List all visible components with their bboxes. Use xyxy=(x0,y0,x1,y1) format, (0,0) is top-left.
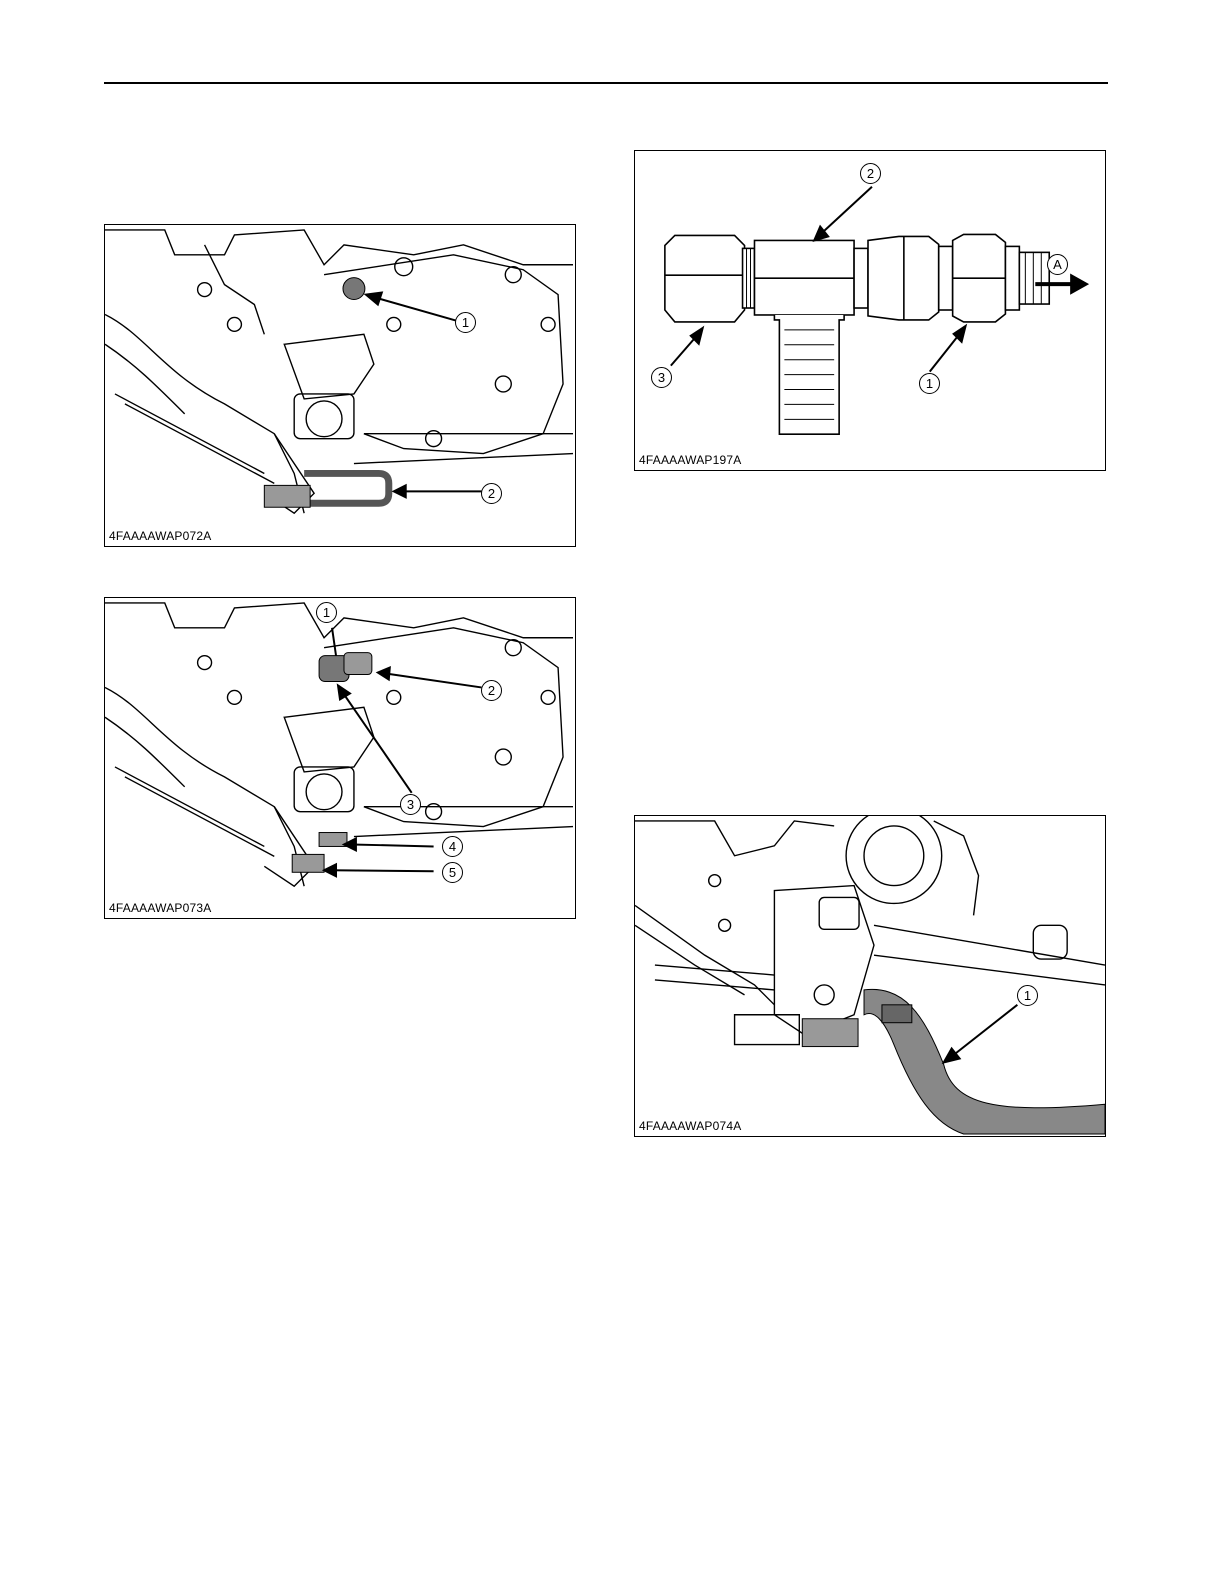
figure-illustration-hose-connection xyxy=(635,816,1105,1136)
callout-A: A xyxy=(1047,254,1068,275)
callout-1: 1 xyxy=(455,312,476,333)
figure-illustration-adapter-install xyxy=(105,598,575,918)
callout-2: 2 xyxy=(481,680,502,701)
callout-1: 1 xyxy=(316,602,337,623)
figure-code: 4FAAAAWAP074A xyxy=(639,1119,743,1133)
figure-illustration-hydraulic-block-plug xyxy=(105,225,575,546)
callout-2: 2 xyxy=(860,163,881,184)
callout-3: 3 xyxy=(651,367,672,388)
callout-5: 5 xyxy=(442,862,463,883)
callout-1: 1 xyxy=(1017,985,1038,1006)
figure-code: 4FAAAAWAP197A xyxy=(639,453,743,467)
figure-illustration-tee-fitting xyxy=(635,151,1105,470)
callout-4: 4 xyxy=(442,836,463,857)
figure-4FAAAAWAP073A: 1 2 3 4 5 4FAAAAWAP073A xyxy=(104,597,576,919)
callout-3: 3 xyxy=(400,794,421,815)
header-rule xyxy=(104,82,1108,84)
figure-4FAAAAWAP072A: 1 2 4FAAAAWAP072A xyxy=(104,224,576,547)
figure-4FAAAAWAP197A: 2 3 1 A 4FAAAAWAP197A xyxy=(634,150,1106,471)
figure-code: 4FAAAAWAP073A xyxy=(109,901,213,915)
figure-code: 4FAAAAWAP072A xyxy=(109,529,213,543)
callout-1: 1 xyxy=(919,373,940,394)
callout-2: 2 xyxy=(481,483,502,504)
figure-4FAAAAWAP074A: 1 4FAAAAWAP074A xyxy=(634,815,1106,1137)
